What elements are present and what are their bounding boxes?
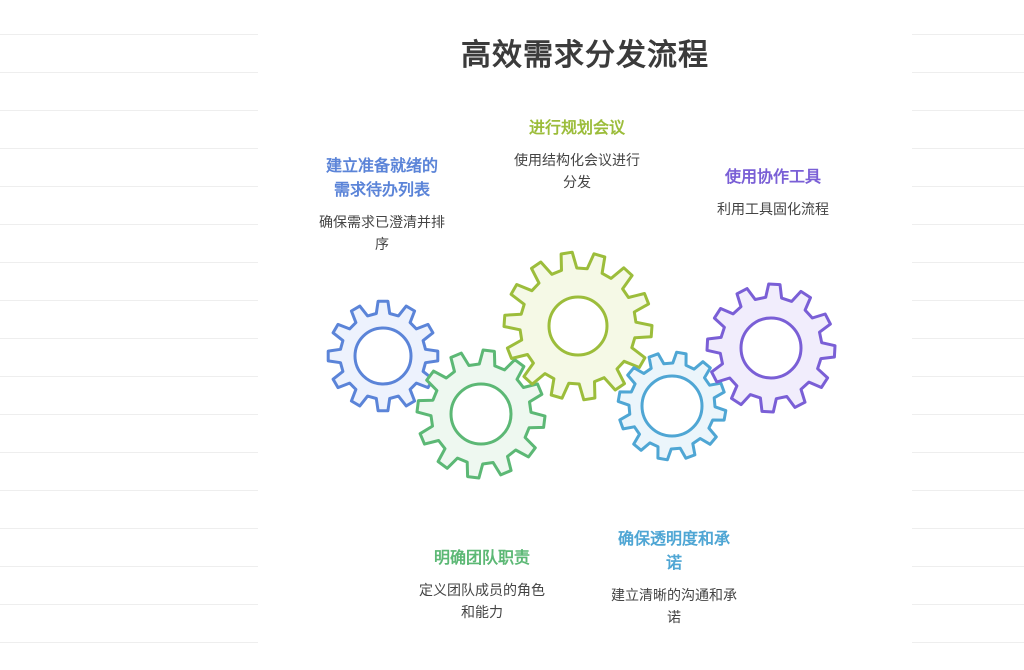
ruled-line [912, 604, 1024, 605]
gear-4 [616, 350, 728, 462]
step-heading: 确保透明度和承 诺 [592, 527, 756, 575]
ruled-line [912, 262, 1024, 263]
gear-1 [326, 299, 440, 413]
ruled-line [912, 338, 1024, 339]
step-label-roles: 明确团队职责 定义团队成员的角色 和能力 [400, 546, 564, 624]
ruled-line [0, 566, 258, 567]
step-heading-line: 使用协作工具 [724, 167, 821, 186]
gear-hub [449, 382, 513, 446]
ruled-line [0, 490, 258, 491]
ruled-line [912, 72, 1024, 73]
step-description: 使用结构化会议进行 分发 [497, 150, 657, 194]
gear-3 [502, 250, 654, 402]
step-heading-line: 确保透明度和承 [617, 529, 730, 548]
gear-hub [353, 326, 413, 386]
ruled-line [0, 186, 258, 187]
ruled-line [0, 34, 258, 35]
ruled-line [0, 642, 258, 643]
ruled-line [0, 224, 258, 225]
step-description-line: 和能力 [461, 605, 503, 621]
step-description-line: 建立清晰的沟通和承 [611, 588, 737, 604]
right-ruled-margin [912, 0, 1024, 670]
step-description-line: 使用结构化会议进行 [514, 153, 640, 169]
step-heading-line: 建立准备就绪的 [325, 156, 438, 175]
ruled-line [912, 376, 1024, 377]
step-heading: 使用协作工具 [690, 165, 856, 189]
ruled-line [912, 490, 1024, 491]
step-description-line: 诺 [667, 610, 681, 626]
ruled-line [0, 72, 258, 73]
ruled-line [912, 34, 1024, 35]
gear-hub [640, 374, 704, 438]
ruled-line [0, 300, 258, 301]
step-description-line: 序 [375, 237, 389, 253]
step-description-line: 利用工具固化流程 [717, 202, 829, 218]
step-label-backlog: 建立准备就绪的 需求待办列表 确保需求已澄清并排 序 [300, 154, 464, 256]
gear-hub [739, 316, 803, 380]
step-description-line: 确保需求已澄清并排 [319, 215, 445, 231]
step-description: 建立清晰的沟通和承 诺 [592, 585, 756, 629]
step-label-planning: 进行规划会议 使用结构化会议进行 分发 [497, 116, 657, 194]
ruled-line [0, 110, 258, 111]
ruled-line [912, 186, 1024, 187]
ruled-line [0, 338, 258, 339]
ruled-line [912, 300, 1024, 301]
ruled-line [912, 110, 1024, 111]
step-heading: 明确团队职责 [400, 546, 564, 570]
step-heading-line: 需求待办列表 [333, 180, 430, 199]
step-label-tools: 使用协作工具 利用工具固化流程 [690, 165, 856, 221]
step-description-line: 定义团队成员的角色 [419, 583, 545, 599]
step-description: 确保需求已澄清并排 序 [300, 212, 464, 256]
step-heading: 进行规划会议 [497, 116, 657, 140]
step-heading-line: 诺 [665, 553, 682, 572]
ruled-line [0, 414, 258, 415]
ruled-line [912, 528, 1024, 529]
step-heading-line: 进行规划会议 [528, 118, 625, 137]
ruled-line [912, 148, 1024, 149]
ruled-line [0, 376, 258, 377]
ruled-line [0, 604, 258, 605]
ruled-line [912, 642, 1024, 643]
step-description-line: 分发 [563, 175, 591, 191]
ruled-line [912, 224, 1024, 225]
ruled-line [912, 452, 1024, 453]
step-description: 定义团队成员的角色 和能力 [400, 580, 564, 624]
step-heading: 建立准备就绪的 需求待办列表 [300, 154, 464, 202]
ruled-line [0, 528, 258, 529]
gear-5 [705, 282, 837, 414]
step-heading-line: 明确团队职责 [433, 548, 530, 567]
ruled-line [0, 148, 258, 149]
ruled-line [912, 566, 1024, 567]
ruled-line [912, 414, 1024, 415]
gear-2 [415, 348, 547, 480]
ruled-line [0, 262, 258, 263]
step-label-transparency: 确保透明度和承 诺 建立清晰的沟通和承 诺 [592, 527, 756, 629]
left-ruled-margin [0, 0, 258, 670]
gear-hub [547, 295, 609, 357]
page-title: 高效需求分发流程 [461, 38, 709, 73]
ruled-line [0, 452, 258, 453]
step-description: 利用工具固化流程 [690, 199, 856, 221]
